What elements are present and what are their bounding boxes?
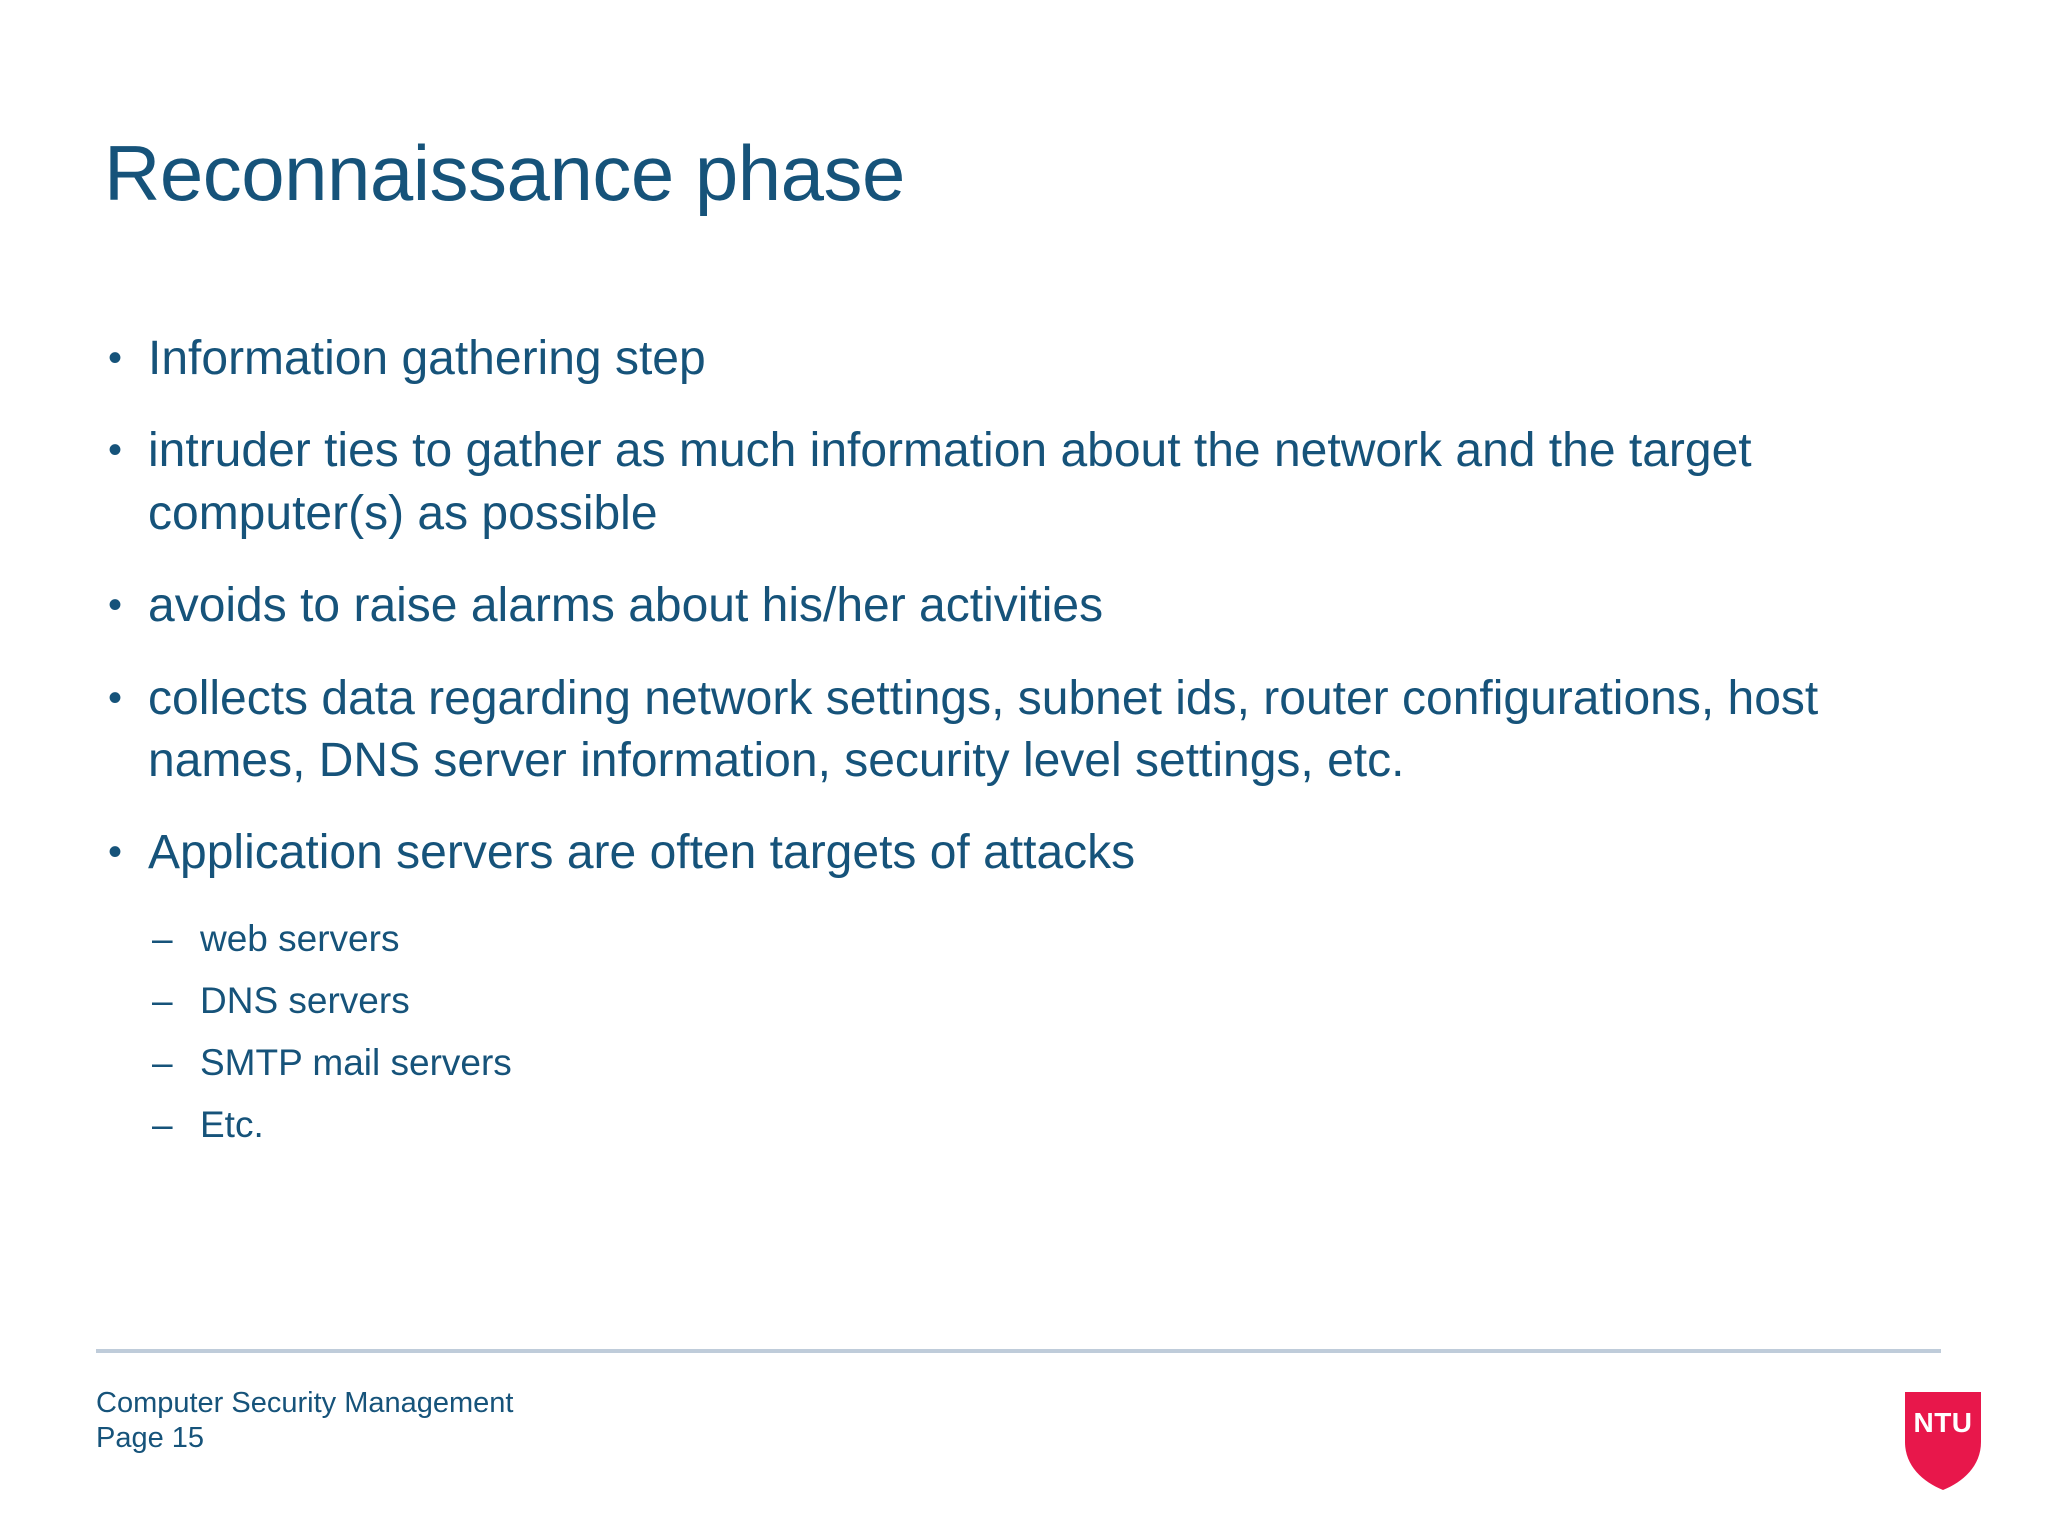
svg-text:NTU: NTU [1913, 1407, 1972, 1438]
sub-bullet-list: – web servers – DNS servers – SMTP mail … [100, 915, 1950, 1149]
sub-list-item: – SMTP mail servers [152, 1039, 1950, 1087]
page-title: Reconnaissance phase [104, 129, 905, 218]
bullet-marker-icon: • [108, 830, 123, 875]
sub-list-item-label: DNS servers [200, 979, 410, 1021]
sub-list-item-label: Etc. [200, 1104, 264, 1146]
list-item-label: intruder ties to gather as much informat… [148, 424, 1752, 540]
list-item: • Information gathering step [100, 328, 1950, 390]
list-item-label: collects data regarding network settings… [148, 671, 1819, 787]
list-item: • collects data regarding network settin… [100, 668, 1950, 793]
footer: Computer Security Management Page 15 [96, 1386, 513, 1457]
bullet-marker-icon: • [108, 428, 123, 473]
sub-list-item: – Etc. [152, 1101, 1950, 1149]
footer-divider [96, 1349, 1941, 1353]
ntu-logo: NTU [1905, 1392, 1981, 1490]
bullet-marker-icon: • [108, 583, 123, 628]
bullet-marker-icon: • [108, 675, 123, 720]
dash-marker-icon: – [152, 917, 173, 959]
dash-marker-icon: – [152, 1104, 173, 1146]
bullet-marker-icon: • [108, 336, 123, 380]
dash-marker-icon: – [152, 979, 173, 1021]
list-item: • Application servers are often targets … [100, 822, 1950, 884]
list-item: • avoids to raise alarms about his/her a… [100, 575, 1950, 637]
list-item-label: Information gathering step [148, 332, 706, 385]
sub-list-item-label: SMTP mail servers [200, 1041, 512, 1083]
list-item-label: avoids to raise alarms about his/her act… [148, 579, 1104, 633]
list-item: • intruder ties to gather as much inform… [100, 420, 1950, 545]
list-item-label: Application servers are often targets of… [148, 826, 1136, 880]
footer-course-label: Computer Security Management [96, 1387, 514, 1419]
footer-page-label: Page 15 [96, 1422, 205, 1455]
sub-list-item: – DNS servers [152, 977, 1950, 1025]
bullet-list: • Information gathering step • intruder … [100, 328, 1950, 1163]
dash-marker-icon: – [152, 1041, 173, 1083]
sub-list-item: – web servers [152, 915, 1950, 963]
sub-list-item-label: web servers [200, 917, 400, 959]
